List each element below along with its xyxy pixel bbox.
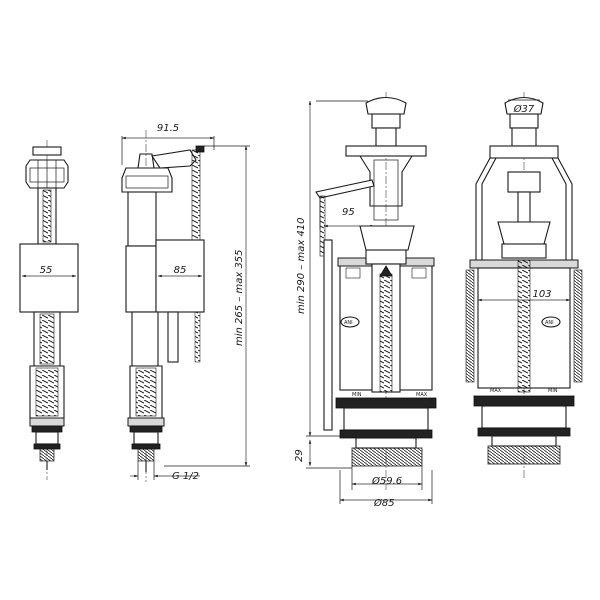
min-mark-left: MIN [352,392,362,398]
dim-flush-height: min 290 – max 410 [296,217,307,314]
max-mark-left: MAX [490,388,502,394]
lever-arm [315,179,375,199]
fill-valve-front-view [19,140,79,480]
min-mark-right: MIN [548,388,558,394]
valve-top-nut [32,146,62,156]
dim-thread-diameter: Ø59.6 [371,475,402,487]
brand-logo [340,316,360,328]
dim-base-height: 29 [294,449,305,462]
fill-valve-side-view [121,130,250,482]
dim-shell-width: 103 [532,289,551,300]
push-button [365,96,407,115]
valve-head [121,167,173,193]
brand-logo-text: ANI [344,320,353,326]
dim-thread: G 1/2 [172,471,199,482]
flush-valve-front-view: ANI MIN MAX [306,92,437,504]
float-box [19,243,79,313]
dim-float-width-1: 55 [40,265,53,276]
brand-logo-text-2: ANI [545,320,554,326]
float-rod [191,149,201,243]
max-mark-right: MAX [416,392,428,398]
dim-valve-width: 91.5 [157,123,179,134]
dim-button-diameter: Ø37 [513,103,535,115]
float-arm [151,149,197,169]
dim-fill-height: min 265 – max 355 [234,249,245,346]
flush-valve-side-view: ANI MAX MIN [465,92,583,478]
dim-flange-diameter: Ø85 [373,497,395,509]
dim-float-width-2: 85 [174,265,187,276]
dim-lever-offset: 95 [342,207,355,218]
